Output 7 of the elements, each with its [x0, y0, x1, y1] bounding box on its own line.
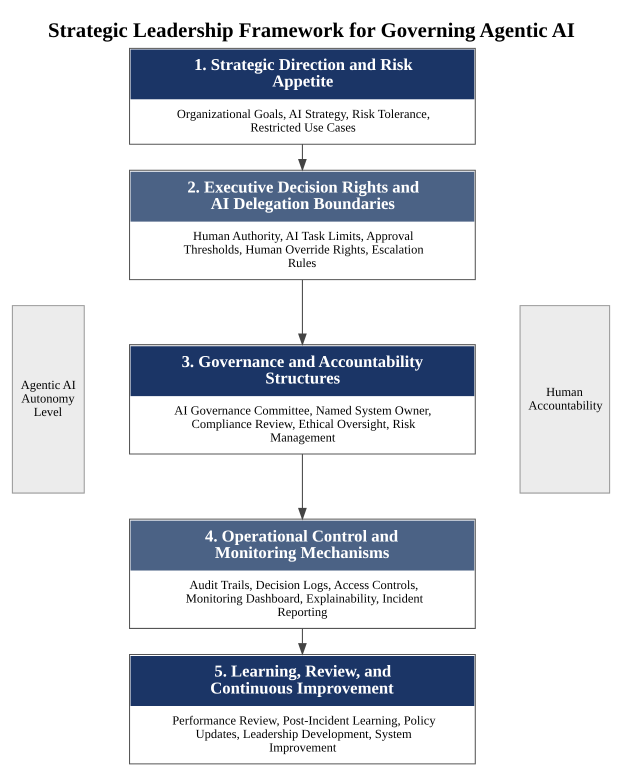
arrow — [298, 454, 307, 520]
arrow — [298, 280, 307, 346]
arrow — [298, 144, 307, 171]
arrow — [298, 628, 307, 656]
node-box: Agentic AI Autonomy Level — [12, 304, 85, 494]
diagram-title: Strategic Leadership Framework for Governing Agentic AI — [48, 17, 575, 42]
node-box: Human Accountability — [520, 304, 610, 494]
